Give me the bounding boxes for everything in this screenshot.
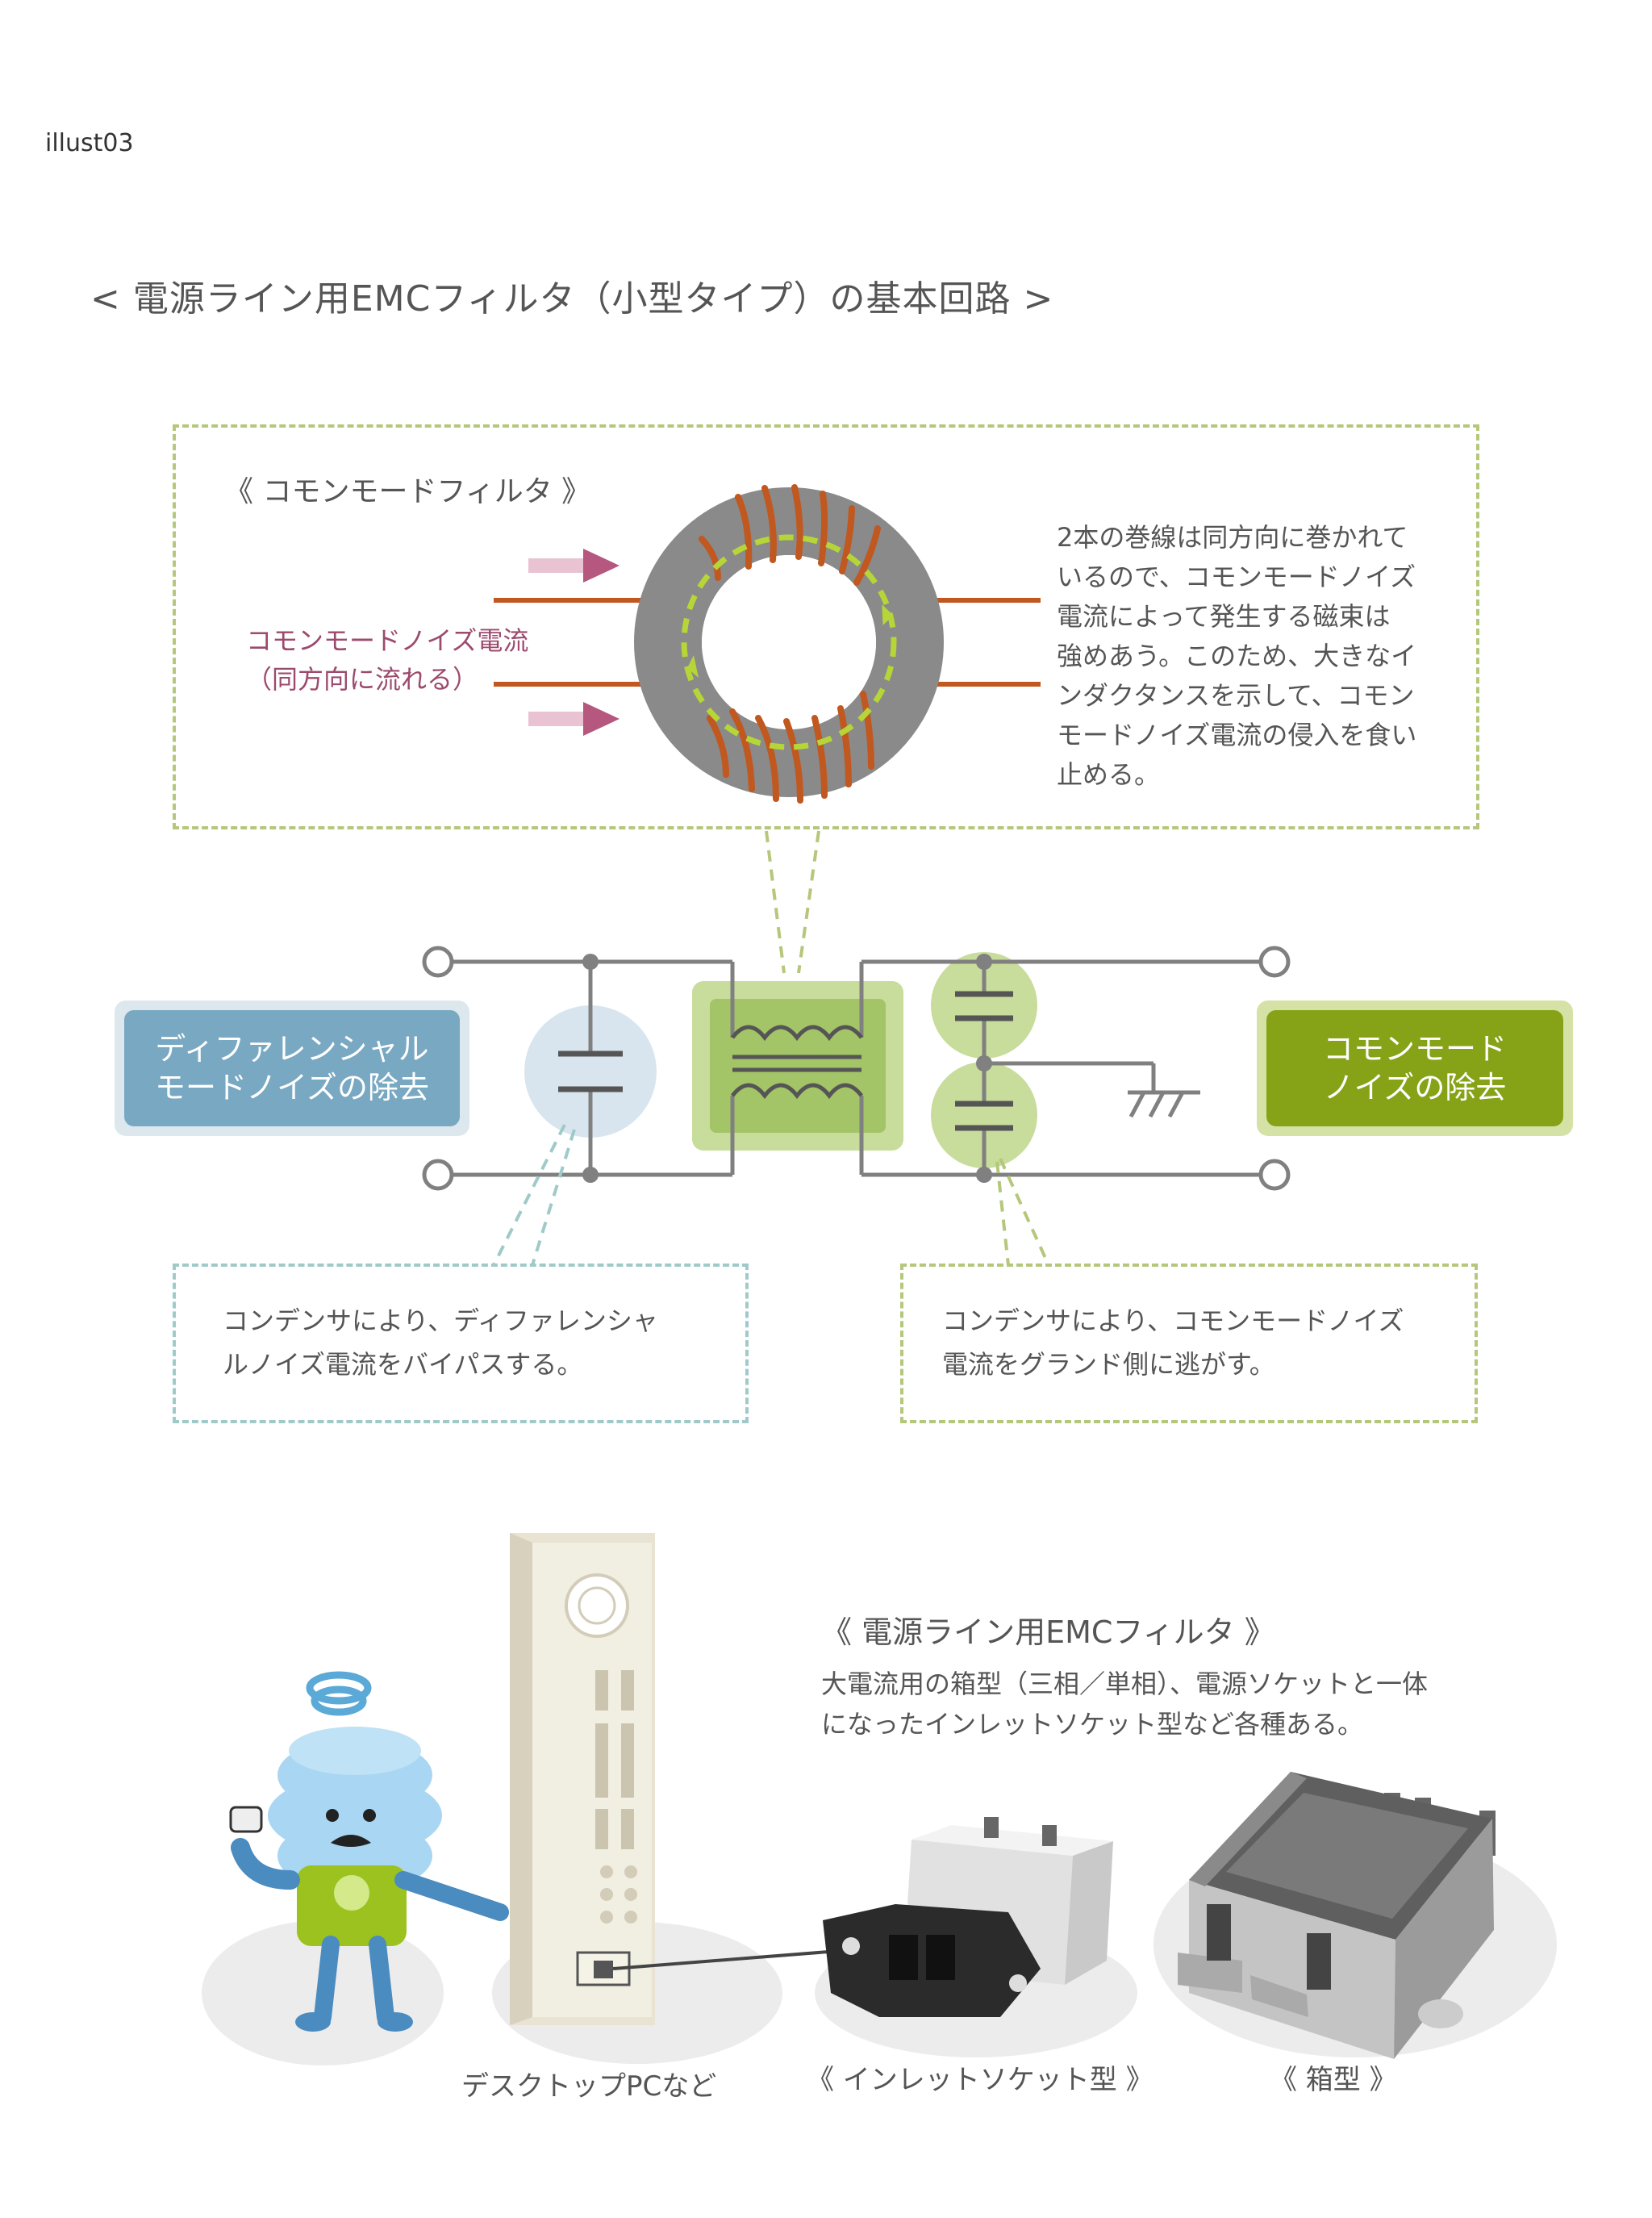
desc-line: 2本の巻線は同方向に巻かれて xyxy=(1057,522,1408,553)
common-mode-filter-title: 《 コモンモードフィルタ 》 xyxy=(224,475,591,508)
y-cap-halo-bottom xyxy=(931,1062,1037,1168)
page-title: < 電源ライン用EMCフィルタ（小型タイプ）の基本回路 > xyxy=(90,278,1054,320)
product-description-line1: 大電流用の箱型（三相／単相）、電源ソケットと一体 xyxy=(821,1669,1429,1699)
common-caption-line2: 電流をグランド側に逃がす。 xyxy=(942,1349,1275,1380)
differential-mode-label: ディファレンシャル モードノイズの除去 xyxy=(115,1000,469,1136)
common-caption: コンデンサにより、コモンモードノイズ 電流をグランド側に逃がす。 xyxy=(942,1299,1404,1386)
differential-caption-line2: ルノイズ電流をバイパスする。 xyxy=(223,1349,583,1380)
common-label-line2: ノイズの除去 xyxy=(1323,1070,1507,1105)
common-caption-box xyxy=(900,1264,1478,1423)
noise-current-label: コモンモードノイズ電流 （同方向に流れる） xyxy=(246,621,528,699)
differential-caption-box xyxy=(173,1264,749,1423)
circuit-diagram xyxy=(422,946,1291,1191)
common-mode-filter-box xyxy=(173,424,1479,829)
common-label-line1: コモンモード xyxy=(1322,1031,1507,1067)
desc-line: 強めあう。このため、大きなイ xyxy=(1057,641,1417,671)
product-description: 大電流用の箱型（三相／単相）、電源ソケットと一体 になったインレットソケット型な… xyxy=(821,1664,1428,1744)
desc-line: いるので、コモンモードノイズ xyxy=(1057,562,1416,592)
terminal-icon xyxy=(1258,1159,1291,1191)
desktop-pc-icon xyxy=(510,1533,655,2025)
terminal-icon xyxy=(1258,946,1291,978)
desc-line: 電流によって発生する磁束は xyxy=(1057,601,1391,632)
desc-line: ンダクタンスを示して、コモン xyxy=(1057,680,1415,711)
noise-arrow-icon xyxy=(528,549,620,583)
product-illustrations xyxy=(202,1533,1557,2066)
desc-line: 止める。 xyxy=(1057,759,1161,790)
box-caption: 《 箱型 》 xyxy=(1270,2064,1397,2096)
inlet-caption: 《 インレットソケット型 》 xyxy=(807,2064,1153,2096)
y-cap-halo-top xyxy=(931,952,1037,1059)
noise-current-label-line2: （同方向に流れる） xyxy=(246,664,479,695)
noise-arrow-icon xyxy=(528,702,620,736)
terminal-icon xyxy=(422,946,454,978)
pc-caption: デスクトップPCなど xyxy=(461,2070,717,2103)
callout-connectors-bottom xyxy=(492,1124,1050,1266)
differential-caption: コンデンサにより、ディファレンシャ ルノイズ電流をバイパスする。 xyxy=(223,1299,658,1386)
differential-label-line2: モードノイズの除去 xyxy=(154,1070,430,1105)
mascot-character-icon xyxy=(229,1671,509,2032)
inlet-socket-filter-icon xyxy=(823,1817,1113,2017)
winding-top xyxy=(699,484,881,586)
desc-line: モードノイズ電流の侵入を食い xyxy=(1057,720,1417,750)
product-title: 《 電源ライン用EMCフィルタ 》 xyxy=(821,1614,1275,1650)
differential-label-line1: ディファレンシャル xyxy=(155,1031,429,1067)
common-caption-line1: コンデンサにより、コモンモードノイズ xyxy=(942,1305,1404,1336)
flux-path xyxy=(681,534,897,750)
toroid-core xyxy=(634,487,944,797)
callout-connector-top xyxy=(765,830,820,974)
terminal-icon xyxy=(422,1159,454,1191)
toroid-diagram xyxy=(494,484,1041,804)
noise-current-label-line1: コモンモードノイズ電流 xyxy=(246,625,529,656)
winding-bottom xyxy=(707,691,874,804)
common-mode-label: コモンモード ノイズの除去 xyxy=(1257,1000,1573,1136)
box-type-filter-icon xyxy=(1178,1772,1496,2059)
common-mode-description: 2本の巻線は同方向に巻かれて いるので、コモンモードノイズ 電流によって発生する… xyxy=(1057,518,1416,795)
product-description-line2: になったインレットソケット型など各種ある。 xyxy=(821,1709,1364,1740)
page-id: illust03 xyxy=(45,129,134,157)
differential-caption-line1: コンデンサにより、ディファレンシャ xyxy=(223,1305,658,1336)
diff-capacitor-halo xyxy=(524,1005,657,1138)
